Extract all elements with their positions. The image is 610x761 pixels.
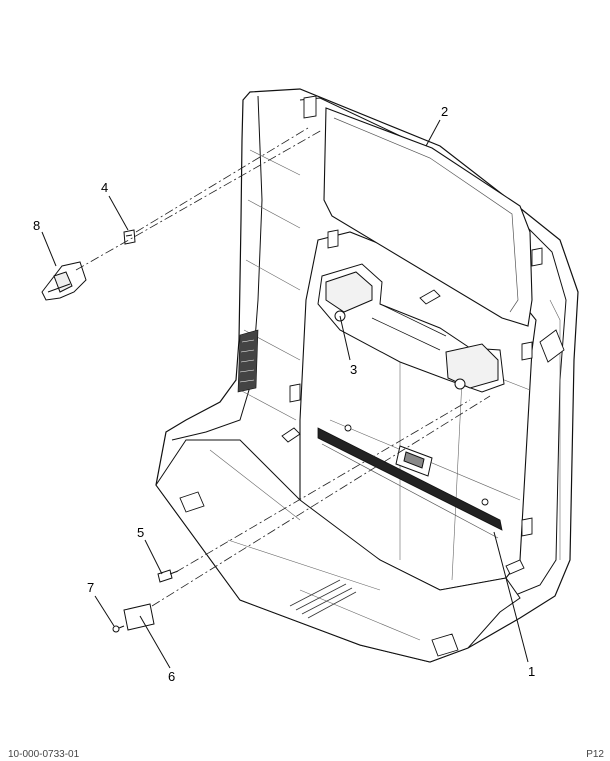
callout-7: 7 — [87, 580, 94, 595]
bottom-tray — [155, 439, 521, 663]
headrest-opening — [323, 107, 533, 327]
part-6-plate — [123, 603, 155, 631]
part-8-hinge-cover — [41, 261, 87, 301]
callout-6: 6 — [168, 669, 175, 684]
latch-bracket-assembly — [317, 263, 505, 393]
drawing-number: 10-000-0733-01 — [8, 749, 80, 760]
callout-5: 5 — [137, 525, 144, 540]
callout-3: 3 — [350, 362, 357, 377]
part-4-clip — [123, 229, 136, 245]
bolt-hole — [481, 498, 489, 506]
retaining-clips — [179, 95, 565, 657]
part-7-screw — [112, 625, 125, 633]
leader-lines — [41, 119, 529, 669]
callout-1: 1 — [528, 664, 535, 679]
assembly-centerlines — [75, 127, 491, 607]
callout-2: 2 — [441, 104, 448, 119]
panel-contour-lines — [209, 149, 561, 641]
page-code: P12 — [586, 749, 604, 760]
callout-4: 4 — [101, 180, 108, 195]
latch-pocket — [395, 445, 433, 477]
floor-ribs — [289, 579, 357, 619]
stiffening-rib — [317, 427, 503, 531]
callout-8: 8 — [33, 218, 40, 233]
bolt-hole — [344, 424, 352, 432]
guide-arrows — [281, 289, 525, 575]
